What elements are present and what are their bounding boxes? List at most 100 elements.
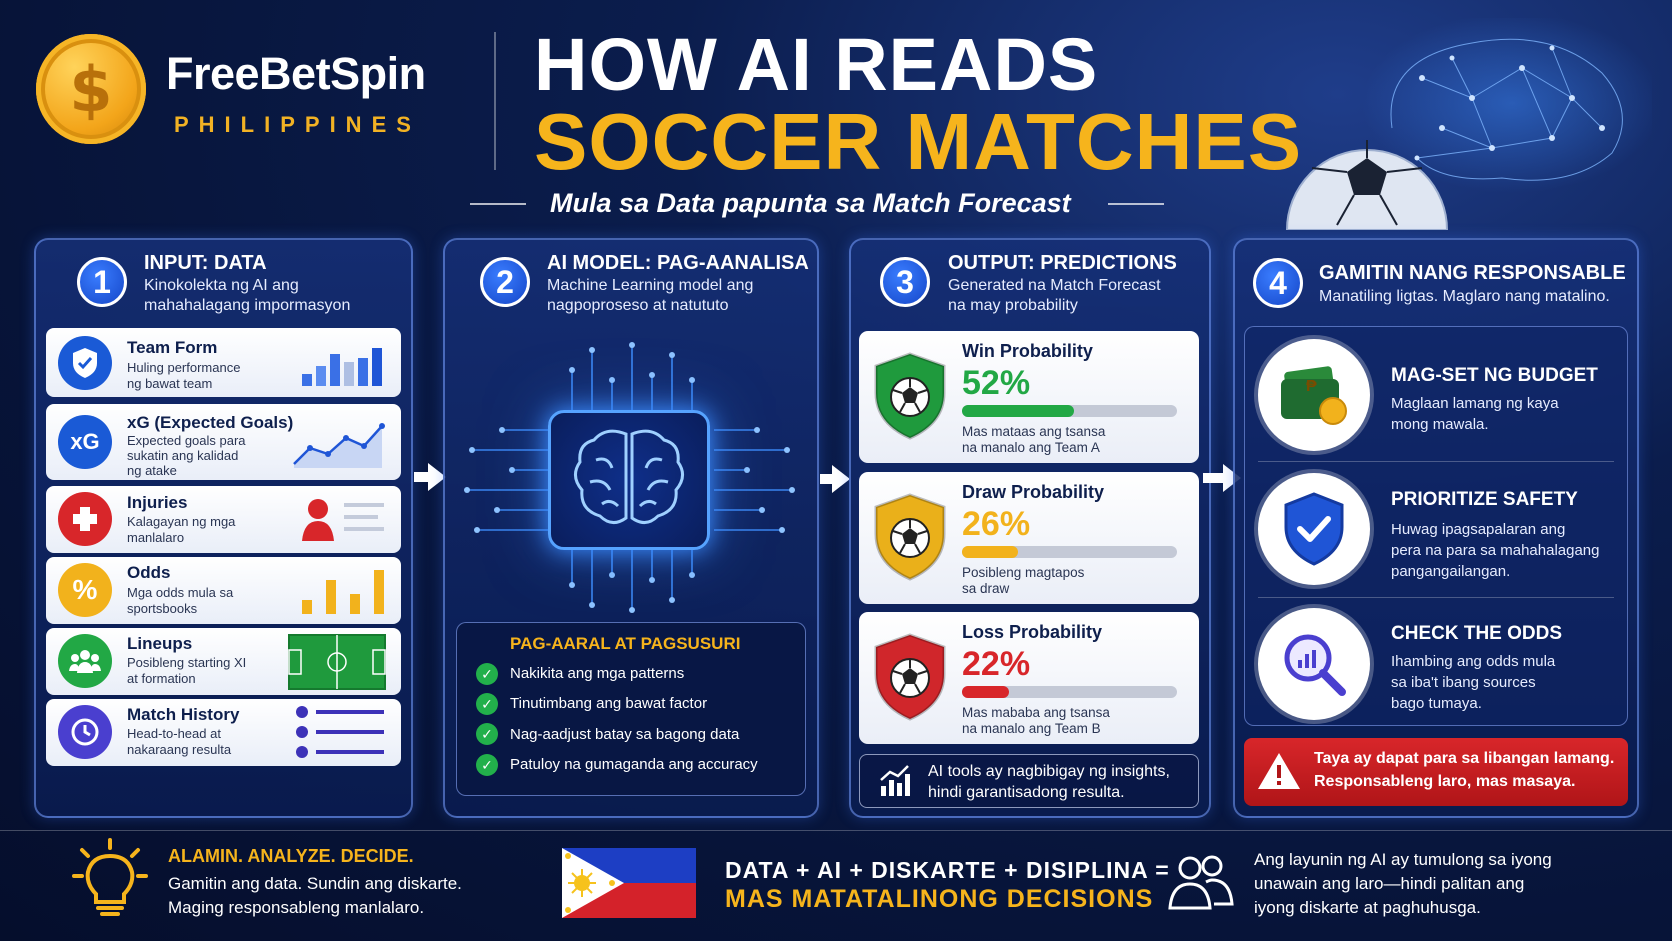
card-desc: at formation — [127, 671, 196, 686]
shield-check-icon — [58, 336, 112, 390]
tip-desc: pera na para sa mahahalagang — [1391, 542, 1600, 559]
learning-item: Patuloy na gumaganda ang accuracy — [510, 756, 758, 773]
odds-bars-icon — [302, 570, 384, 614]
page-title-line1: HOW AI READS — [534, 23, 1099, 106]
injured-player-icon — [302, 499, 384, 541]
tip-desc: mong mawala. — [1391, 416, 1489, 433]
learning-item: Nakikita ang mga patterns — [510, 665, 685, 682]
subtitle-rule-right — [1108, 203, 1164, 205]
card-desc: Kalagayan ng mga — [127, 514, 236, 529]
card-title: Odds — [127, 563, 171, 582]
step-number-2: 2 — [480, 257, 530, 307]
footer-equation-2: MAS MATATALINONG DECISIONS — [725, 885, 1154, 913]
tip-desc: pangangailangan. — [1391, 563, 1511, 580]
percent-icon: % — [58, 563, 112, 617]
peso-symbol: ₱ — [1306, 378, 1317, 395]
footer-divider — [0, 830, 1672, 831]
footer-left-text-1: Gamitin ang data. Sundin ang diskarte. — [168, 874, 462, 893]
flow-arrow-stem — [414, 472, 430, 482]
probability-bar — [962, 686, 1177, 698]
card-desc: nakaraang resulta — [127, 742, 232, 757]
lightbulb-icon — [72, 838, 148, 916]
prediction-desc: na manalo ang Team A — [962, 440, 1100, 455]
tip-desc: Huwag ipagsapalaran ang — [1391, 521, 1566, 538]
prediction-title: Loss Probability — [962, 622, 1103, 642]
bar-chart-icon — [302, 348, 382, 386]
learning-item: Nag-aadjust batay sa bagong data — [510, 726, 740, 743]
soccer-ball-icon — [1285, 140, 1449, 230]
prediction-desc: na manalo ang Team B — [962, 721, 1101, 736]
warning-icon — [1258, 753, 1300, 789]
card-title: Team Form — [127, 338, 218, 357]
footer-right-text-2: unawain ang laro—hindi palitan ang — [1254, 874, 1525, 893]
brand-coin-logo: $ — [36, 34, 146, 144]
line-chart-icon — [293, 423, 385, 468]
card-desc: sukatin ang kalidad — [127, 448, 239, 463]
card-desc: Posibleng starting XI — [127, 655, 247, 670]
col1-title: INPUT: DATA — [144, 252, 267, 274]
card-desc: sportsbooks — [127, 601, 198, 616]
check-icon: ✓ — [476, 754, 498, 776]
tip-desc: bago tumaya. — [1391, 695, 1482, 712]
col2-title: AI MODEL: PAG-AANALISA — [547, 252, 809, 274]
prediction-desc: Mas mababa ang tsansa — [962, 705, 1110, 720]
col1-desc-1: Kinokolekta ng AI ang — [144, 277, 299, 294]
probability-bar-fill — [962, 405, 1074, 417]
header-divider — [494, 32, 496, 170]
card-desc: Mga odds mula sa — [127, 585, 234, 600]
learning-panel — [456, 622, 806, 796]
medical-cross-icon — [58, 492, 112, 546]
step-number-3: 3 — [880, 257, 930, 307]
page-title-line2: SOCCER MATCHES — [534, 97, 1303, 186]
tip-divider — [1258, 597, 1614, 598]
prediction-desc: Mas mataas ang tsansa — [962, 424, 1106, 439]
network-brain-icon — [1362, 18, 1652, 193]
prediction-value: 52% — [962, 364, 1031, 402]
flow-arrow-stem — [820, 474, 834, 484]
note-text-2: hindi garantisadong resulta. — [928, 784, 1125, 801]
card-desc: manlalaro — [127, 530, 185, 545]
xg-icon: xG — [58, 415, 112, 469]
shield-ball-icon — [874, 633, 946, 721]
probability-bar — [962, 546, 1177, 558]
magnifier-chart-icon — [1258, 608, 1370, 720]
note-text-1: AI tools ay nagbibigay ng insights, — [928, 763, 1170, 780]
check-icon: ✓ — [476, 693, 498, 715]
tip-desc: Maglaan lamang ng kaya — [1391, 395, 1559, 412]
col3-desc-1: Generated na Match Forecast — [948, 277, 1161, 294]
list-icon — [296, 706, 384, 758]
footer-right-text-1: Ang layunin ng AI ay tumulong sa iyong — [1254, 850, 1552, 869]
card-title: Lineups — [127, 634, 193, 653]
card-desc: ng atake — [127, 463, 177, 478]
probability-bar-fill — [962, 686, 1010, 698]
col1-desc-2: mahahalagang impormasyon — [144, 297, 351, 314]
check-icon: ✓ — [476, 723, 498, 745]
warning-text-2: Responsableng laro, mas masaya. — [1314, 773, 1576, 790]
probability-bar-fill — [962, 546, 1018, 558]
prediction-value: 22% — [962, 645, 1031, 683]
flow-arrow-icon — [832, 465, 850, 493]
warning-banner — [1244, 738, 1628, 806]
safety-shield-icon — [1258, 473, 1370, 585]
check-icon: ✓ — [476, 663, 498, 685]
philippine-flag-icon — [562, 848, 696, 918]
step-number-4: 4 — [1253, 258, 1303, 308]
card-title: Injuries — [127, 493, 188, 512]
footer-right-text-3: iyong diskarte at paghuhusga. — [1254, 898, 1481, 917]
tip-desc: Ihambing ang odds mula — [1391, 653, 1556, 670]
tip-title: PRIORITIZE SAFETY — [1391, 489, 1578, 510]
probability-bar — [962, 405, 1177, 417]
col3-desc-2: na may probability — [948, 297, 1078, 314]
chart-growth-icon — [880, 765, 910, 796]
circuit-lines-icon — [464, 342, 795, 613]
col3-title: OUTPUT: PREDICTIONS — [948, 252, 1177, 274]
people-icon — [1168, 855, 1234, 910]
prediction-title: Win Probability — [962, 341, 1093, 361]
wallet-icon — [1258, 339, 1370, 451]
learning-item: Tinutimbang ang bawat factor — [510, 695, 708, 712]
card-desc: ng bawat team — [127, 376, 213, 391]
brand-subtitle: PHILIPPINES — [174, 112, 421, 137]
shield-ball-icon — [874, 352, 946, 440]
prediction-value: 26% — [962, 505, 1031, 543]
tip-title: MAG-SET NG BUDGET — [1391, 365, 1598, 386]
